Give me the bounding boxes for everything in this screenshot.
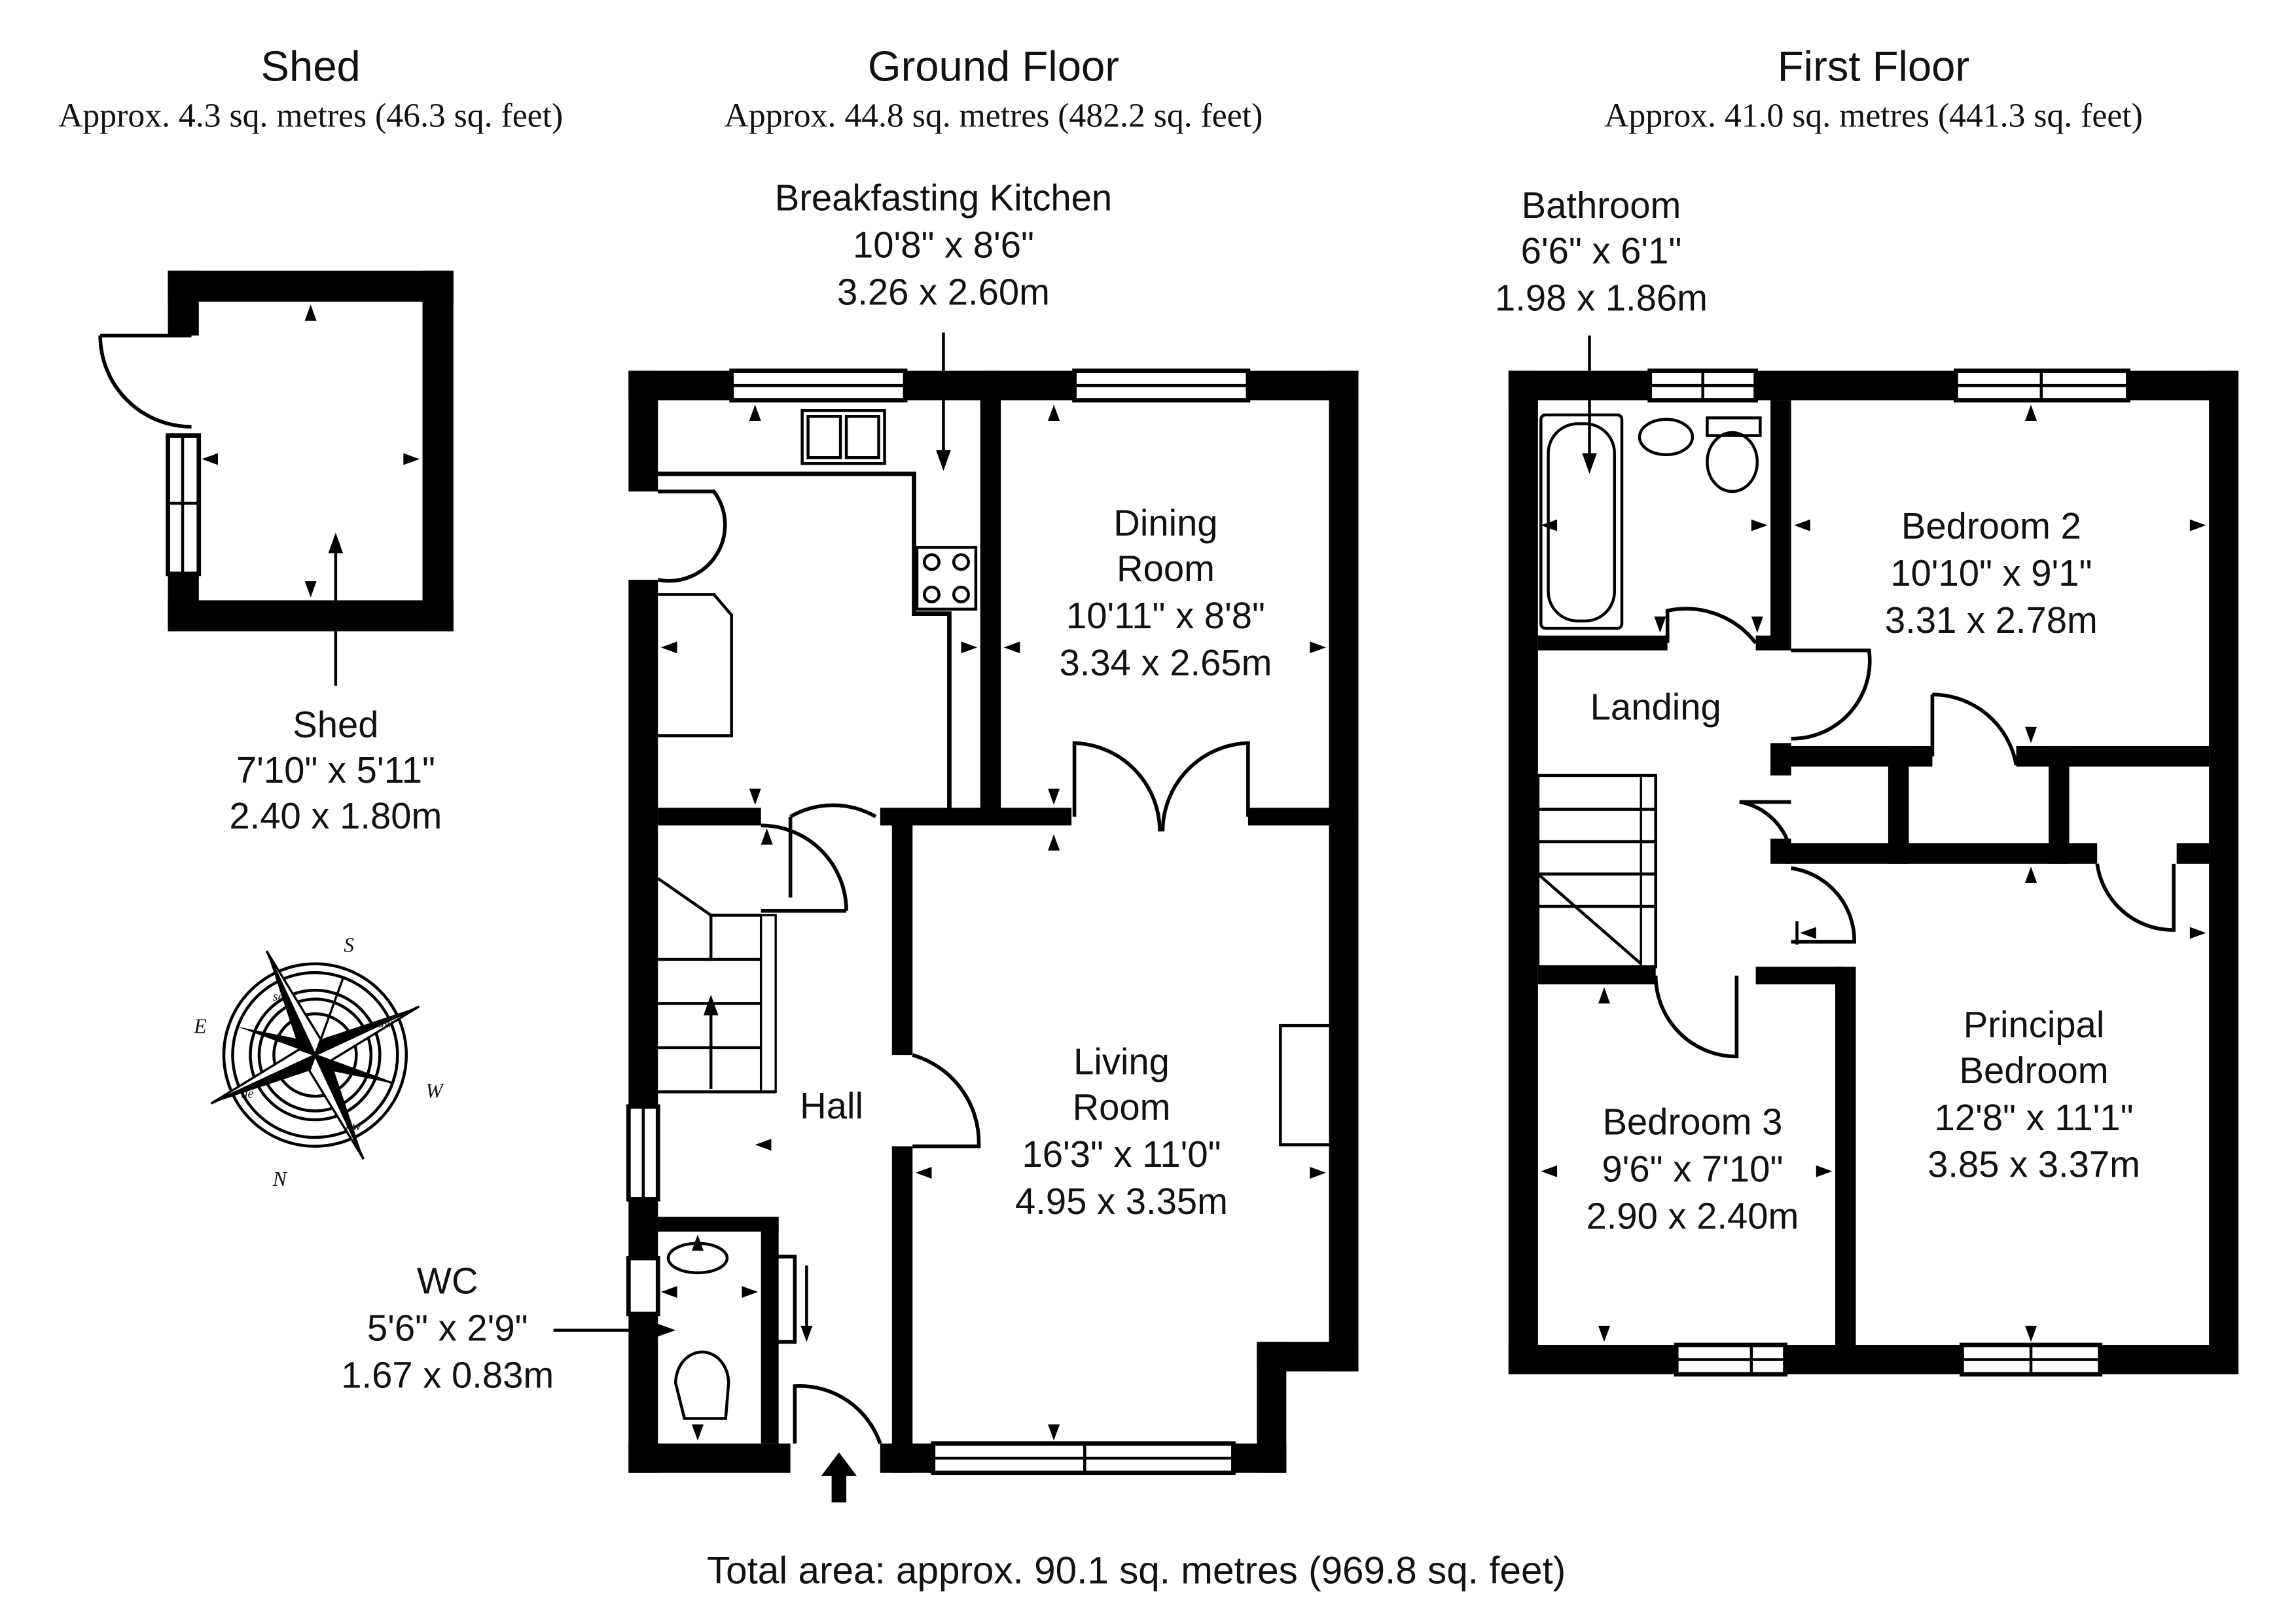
first-floor-area: Approx. 41.0 sq. metres (441.3 sq. feet) [1604, 97, 2143, 134]
bedroom2-room-imperial: 10'10" x 9'1" [1890, 552, 2092, 594]
hall-label: Hall [800, 1085, 863, 1126]
living-room-imperial: 16'3" x 11'0" [1022, 1133, 1221, 1175]
compass-se-label: se [273, 990, 284, 1004]
bathroom-room-name: Bathroom [1522, 185, 1681, 226]
shed-header: Shed Approx. 4.3 sq. metres (46.3 sq. fe… [58, 43, 563, 135]
ground-floor-plan [553, 332, 1359, 1503]
total-area: Total area: approx. 90.1 sq. metres (969… [707, 1549, 1566, 1592]
shed-room-metric: 2.40 x 1.80m [229, 795, 442, 836]
shed-room-name: Shed [293, 704, 378, 745]
principal-room-name1: Principal [1964, 1004, 2105, 1045]
compass-sw-label: sw [379, 1016, 393, 1030]
principal-room-metric: 3.85 x 3.37m [1928, 1144, 2140, 1185]
dining-room-name2: Room [1117, 548, 1215, 589]
bedroom2-room-metric: 3.31 x 2.78m [1885, 599, 2098, 641]
compass-e-label: E [193, 1014, 206, 1037]
first-floor-plan [1508, 335, 2239, 1377]
dining-room-metric: 3.34 x 2.65m [1060, 642, 1272, 683]
kitchen-room-name: Breakfasting Kitchen [775, 177, 1113, 219]
kitchen-room-imperial: 10'8" x 8'6" [853, 224, 1034, 265]
compass-s-label: S [344, 934, 354, 957]
kitchen-label: Breakfasting Kitchen 10'8" x 8'6" 3.26 x… [775, 177, 1113, 313]
dining-label: Dining Room 10'11" x 8'8" 3.34 x 2.65m [1060, 502, 1272, 683]
shed-area: Approx. 4.3 sq. metres (46.3 sq. feet) [58, 97, 563, 134]
living-room-metric: 4.95 x 3.35m [1015, 1181, 1228, 1222]
landing-label: Landing [1590, 686, 1721, 727]
shed-room-imperial: 7'10" x 5'11" [236, 749, 435, 791]
bedroom2-room-name: Bedroom 2 [1901, 505, 2081, 546]
dining-room-name1: Dining [1113, 502, 1217, 543]
ground-floor-title: Ground Floor [868, 43, 1119, 90]
first-floor-header: First Floor Approx. 41.0 sq. metres (441… [1604, 43, 2143, 135]
wc-room-metric: 1.67 x 0.83m [341, 1354, 554, 1395]
bathroom-room-metric: 1.98 x 1.86m [1495, 277, 1708, 318]
hall-room-name: Hall [800, 1085, 863, 1126]
bedroom3-room-imperial: 9'6" x 7'10" [1602, 1148, 1783, 1189]
compass-nw-label: nw [346, 1119, 361, 1133]
wc-room-name: WC [417, 1260, 478, 1301]
landing-room-name: Landing [1590, 686, 1721, 727]
bathroom-label: Bathroom 6'6" x 6'1" 1.98 x 1.86m [1495, 185, 1708, 319]
bedroom3-room-name: Bedroom 3 [1602, 1101, 1782, 1143]
kitchen-room-metric: 3.26 x 2.60m [837, 271, 1050, 312]
living-room-name2: Room [1073, 1086, 1171, 1128]
shed-plan [98, 270, 454, 686]
wc-label: WC 5'6" x 2'9" 1.67 x 0.83m [341, 1260, 554, 1395]
bathroom-room-imperial: 6'6" x 6'1" [1521, 230, 1682, 271]
principal-room-name2: Bedroom [1960, 1050, 2109, 1091]
compass-labels: S N E W se sw ne nw [193, 934, 444, 1190]
compass-ne-label: ne [241, 1086, 253, 1101]
wc-room-imperial: 5'6" x 2'9" [367, 1307, 528, 1348]
principal-bedroom-label: Principal Bedroom 12'8" x 11'1" 3.85 x 3… [1928, 1004, 2140, 1185]
ground-floor-header: Ground Floor Approx. 44.8 sq. metres (48… [725, 43, 1263, 135]
compass-rose [210, 950, 420, 1160]
compass-w-label: W [425, 1079, 444, 1102]
principal-room-imperial: 12'8" x 11'1" [1935, 1097, 2134, 1138]
bedroom2-label: Bedroom 2 10'10" x 9'1" 3.31 x 2.78m [1885, 505, 2098, 641]
living-room-name1: Living [1073, 1041, 1170, 1082]
shed-label: Shed 7'10" x 5'11" 2.40 x 1.80m [229, 704, 442, 836]
dining-room-imperial: 10'11" x 8'8" [1066, 595, 1265, 636]
first-floor-title: First Floor [1778, 43, 1969, 90]
compass-n-label: N [272, 1168, 288, 1190]
living-label: Living Room 16'3" x 11'0" 4.95 x 3.35m [1015, 1041, 1228, 1222]
ground-floor-area: Approx. 44.8 sq. metres (482.2 sq. feet) [725, 97, 1263, 134]
shed-title: Shed [261, 43, 361, 90]
bedroom3-label: Bedroom 3 9'6" x 7'10" 2.90 x 2.40m [1586, 1101, 1799, 1237]
bedroom3-room-metric: 2.90 x 2.40m [1586, 1195, 1799, 1236]
